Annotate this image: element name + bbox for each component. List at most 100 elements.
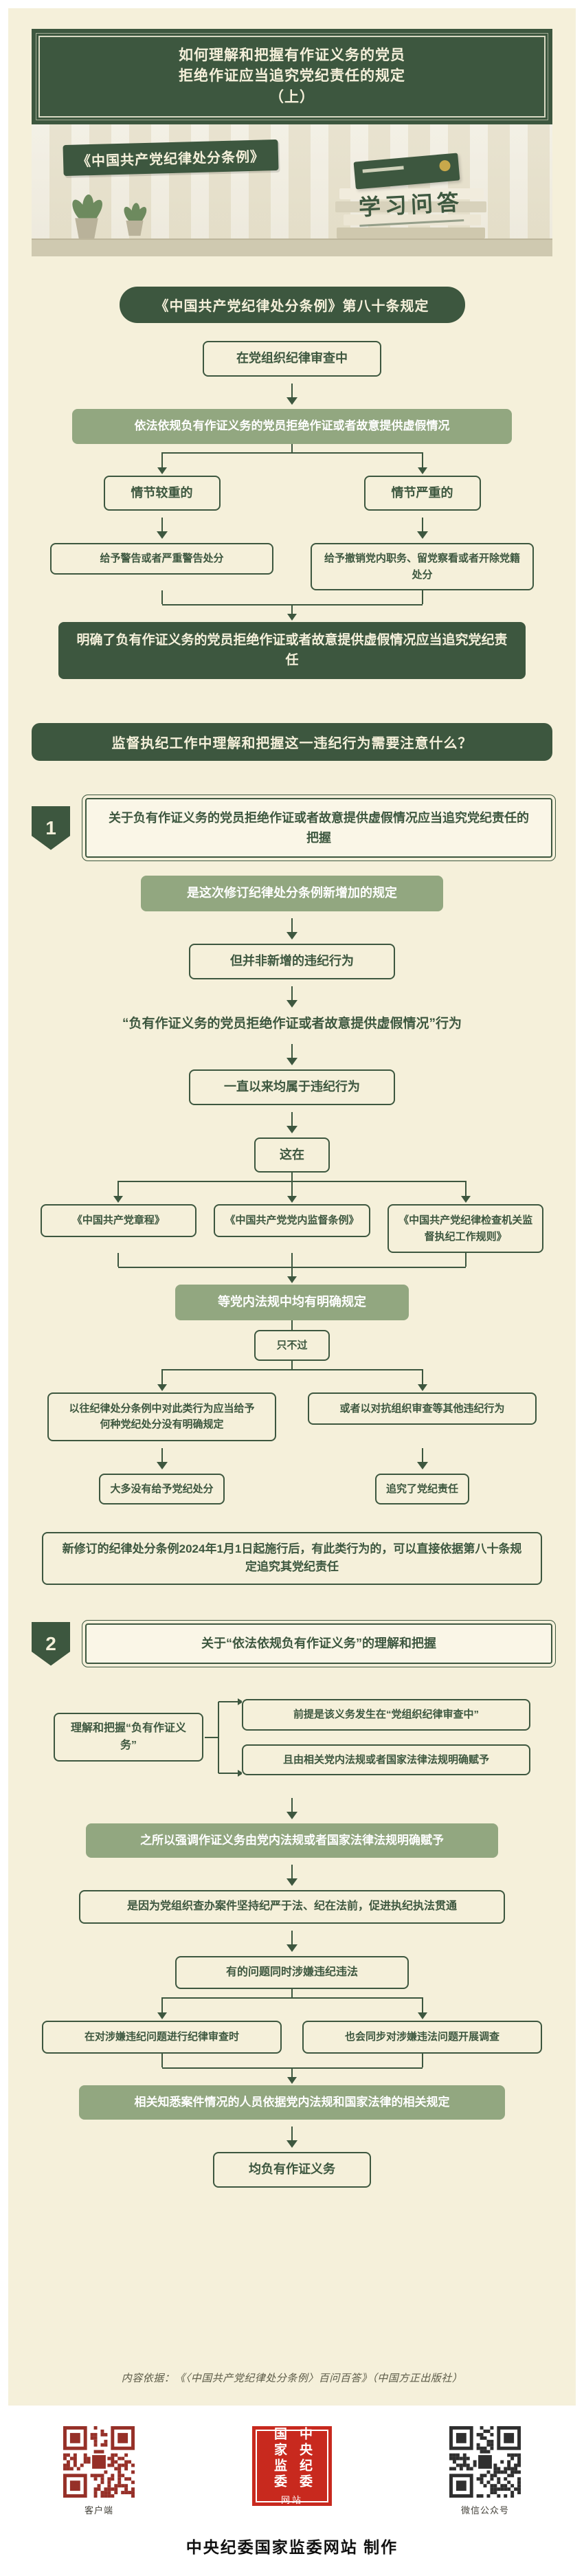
past-left-result: 大多没有给予党纪处分 [99,1473,225,1504]
source-note: 内容依据：《〈中国共产党纪律处分条例〉百问百答》（中国方正出版社） [121,2373,463,2384]
infographic-page: 如何理解和把握有作证义务的党员 拒绝作证应当追究党纪责任的规定 （上） 《中国共… [8,8,576,2406]
past-right-box: 或者以对抗组织审查等其他违纪行为 [307,1392,537,1425]
arrow-down-icon [291,384,293,398]
qr-wechat-label: 微信公众号 [460,2505,509,2516]
arrow-down-icon [291,918,293,933]
connector-merge3 [32,1252,552,1285]
section-article-title: 《中国共产党纪律处分条例》第八十条规定 [119,287,465,324]
laws-row: 《中国共产党章程》 《中国共产党党内监督条例》 《中国共产党纪律检查机关监督执纪… [32,1204,552,1253]
connector-split3 [32,1173,552,1204]
arrow-down-icon [161,518,163,532]
law-item: 《中国共产党纪律检查机关监督执纪工作规则》 [387,1204,544,1253]
plant-icon [122,203,149,236]
arrow-down-icon [291,1864,293,1878]
situation-box: 有的问题同时涉嫌违纪违法 [175,1955,409,1990]
qr-app-wrap: 客户端 [63,2426,135,2516]
connector-merge [32,2053,552,2085]
arrow-down-icon [291,1111,293,1126]
duty-lead-box: 理解和把握“负有作证义务” [54,1712,203,1762]
new-rule-box: 是这次修订纪律处分条例新增加的规定 [141,876,443,912]
footer-row: 客户端 中央纪委 国家监委 网站 微信公众号 [0,2426,584,2516]
study-qa-tagline: 学习问答 [357,185,464,227]
point1-title: 关于负有作证义务的党员拒绝作证或者故意提供虚假情况应当追究党纪责任的把握 [82,794,556,862]
penalty-right: 给予撤销党内职务、留党察看或者开除党籍处分 [310,543,535,590]
qr-code-app-icon [63,2426,135,2498]
condition-left: 情节较重的 [103,475,221,511]
connector-split [32,1989,552,2021]
arrow-down-icon [291,2127,293,2141]
arrow-down-icon [291,1043,293,1058]
regulation-book-icon [353,153,460,190]
logo-line-3: 网站 [280,2494,303,2505]
section-question-title: 监督执纪工作中理解和把握这一违纪行为需要注意什么？ [32,722,552,761]
logo-line-2: 国家监委 [272,2426,287,2490]
flow-conduct: 依法依规负有作证义务的党员拒绝作证或者故意提供虚假情况 [72,409,512,444]
footer: 客户端 中央纪委 国家监委 网站 微信公众号 中央纪委国家监委网站 制作 [0,2406,584,2576]
why-box: 之所以强调作证义务由党内法规或者国家法律法规明确赋予 [86,1823,498,1858]
condition-row: 情节较重的 情节严重的 [32,475,552,511]
past-left-box: 以往纪律处分条例中对此类行为应当给予何种党纪处分没有明确规定 [47,1392,277,1441]
qr-code-wechat-icon [449,2426,521,2498]
premise1-box: 前提是该义务发生在“党组织纪律审查中” [242,1699,530,1731]
arrow-row [32,1441,552,1474]
connector-line [291,1320,293,1330]
connector-merge [32,590,552,622]
arrow-row [32,511,552,543]
page-title: 如何理解和把握有作证义务的党员 拒绝作证应当追究党纪责任的规定 （上） [36,32,548,121]
law-item: 《中国共产党章程》 [40,1204,197,1237]
arrow-down-icon [421,1447,423,1462]
article-conclusion: 明确了负有作证义务的党员拒绝作证或者故意提供虚假情况应当追究党纪责任 [58,621,526,679]
laws-note-box: 等党内法规中均有明确规定 [175,1284,409,1320]
duty-premises: 前提是该义务发生在“党组织纪律审查中” 且由相关党内法规或者国家法律法规明确赋予 [242,1699,530,1775]
connector-split [32,443,552,476]
arrow-down-icon [421,518,423,532]
book-stack-icon [335,153,486,239]
qr-wechat-wrap: 微信公众号 [449,2426,521,2516]
title-line-1: 如何理解和把握有作证义务的党员 [179,47,405,63]
qr-app-label: 客户端 [84,2505,113,2516]
arrow-down-icon [291,1930,293,1944]
credit-line: 中央纪委国家监委网站 制作 [186,2538,398,2556]
quoted-conduct: “负有作证义务的党员拒绝作证或者故意提供虚假情况”行为 [122,1017,462,1032]
duty-brace-group: 理解和把握“负有作证义务” 前提是该义务发生在“党组织纪律审查中” 且由相关党内… [32,1689,552,1786]
past-right-result: 追究了党纪责任 [374,1473,469,1504]
article-flowchart: 在党组织纪律审查中 依法依规负有作证义务的党员拒绝作证或者故意提供虚假情况 情节… [32,341,552,679]
flow-premise: 在党组织纪律审查中 [203,341,381,377]
point2-title: 关于“依法依规负有作证义务”的理解和把握 [82,1620,556,1667]
penalty-left: 给予警告或者严重警告处分 [49,543,274,575]
plant-icon [69,194,106,239]
past-result-row: 大多没有给予党纪处分 追究了党纪责任 [32,1473,552,1504]
reason-box: 是因为党组织查办案件坚持纪严于法、纪在法前，促进执纪执法贯通 [79,1889,505,1924]
duty-source-box: 相关知悉案件情况的人员依据党内法规和国家法律的相关规定 [79,2085,505,2120]
past-row: 以往纪律处分条例中对此类行为应当给予何种党纪处分没有明确规定 或者以对抗组织审查… [32,1392,552,1441]
duty-final-box: 均负有作证义务 [213,2152,371,2188]
point1-flowchart: 是这次修订纪律处分条例新增加的规定 但并非新增的违纪行为 “负有作证义务的党员拒… [32,876,552,1585]
arrow-down-icon [291,1797,293,1812]
effective-date-box: 新修订的纪律处分条例2024年1月1日起施行后，有此类行为的，可以直接依据第八十… [42,1531,542,1585]
title-line-2: 拒绝作证应当追究党纪责任的规定 [179,68,405,85]
not-new-box: 但并非新增的违纪行为 [189,944,395,980]
window-sill [32,238,552,257]
book-title-banner: 《中国共产党纪律处分条例》 [63,140,279,177]
parallel-row: 在对涉嫌违纪问题进行纪律审查时 也会同步对涉嫌违法问题开展调查 [32,2021,552,2054]
title-line-3: （上） [269,89,315,105]
brace-connector-icon [205,1698,242,1777]
always-violation-box: 一直以来均属于违纪行为 [189,1069,395,1105]
condition-right: 情节严重的 [363,475,481,511]
point2-flowchart: 理解和把握“负有作证义务” 前提是该义务发生在“党组织纪律审查中” 且由相关党内… [32,1689,552,2188]
arrow-down-icon [161,1447,163,1462]
shield-number-icon: 1 [32,806,70,850]
title-banner: 如何理解和把握有作证义务的党员 拒绝作证应当追究党纪责任的规定 （上） [32,29,552,125]
however-box: 只不过 [254,1329,330,1362]
connector-split [32,1361,552,1392]
parallel-left-box: 在对涉嫌违纪问题进行纪律审查时 [42,2021,282,2054]
shield-number-icon: 2 [32,1621,70,1666]
cover-photo: 《中国共产党纪律处分条例》 学习问答 [32,124,552,257]
penalty-row: 给予警告或者严重警告处分 给予撤销党内职务、留党察看或者开除党籍处分 [32,543,552,590]
logo-line-1: 中央纪委 [297,2426,312,2490]
arrow-down-icon [291,986,293,1001]
point1-header: 1 关于负有作证义务的党员拒绝作证或者故意提供虚假情况应当追究党纪责任的把握 [32,794,556,862]
ccdi-logo-text: 中央纪委 国家监委 [270,2427,314,2490]
point2-header: 2 关于“依法依规负有作证义务”的理解和把握 [32,1620,556,1667]
premise2-box: 且由相关党内法规或者国家法律法规明确赋予 [242,1744,530,1775]
